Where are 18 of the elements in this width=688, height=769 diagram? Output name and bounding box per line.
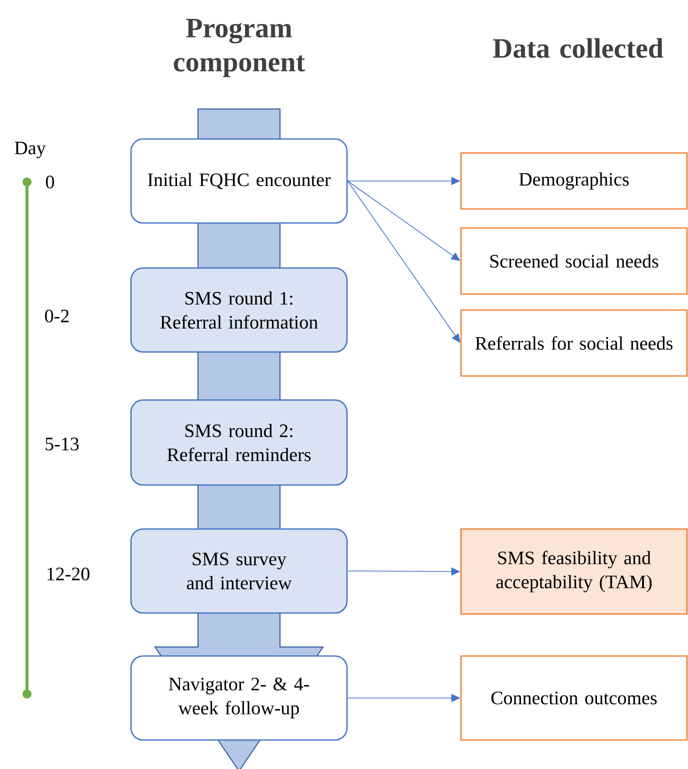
column-heading: Data collected	[492, 38, 664, 58]
day-label: 0	[46, 176, 54, 188]
data-box: Connection outcomes	[460, 655, 688, 741]
day-label: Day	[14, 142, 46, 158]
data-box: Demographics	[460, 152, 688, 210]
day-label: 5-13	[46, 438, 79, 450]
arrow	[347, 180, 460, 343]
data-box: Screened social needs	[460, 227, 688, 295]
program-step-box: SMS survey and interview	[130, 528, 348, 614]
data-box: Referrals for social needs	[460, 309, 688, 377]
program-step-box: SMS round 2: Referral reminders	[130, 399, 348, 486]
data-box: SMS feasibility and acceptability (TAM)	[460, 528, 688, 615]
program-step-box: Navigator 2- & 4-week follow-up	[130, 655, 348, 741]
program-step-box: Initial FQHC encounter	[130, 138, 348, 224]
column-heading: Program component	[174, 18, 305, 78]
program-step-box: SMS round 1: Referral information	[130, 267, 348, 353]
day-label: 0-2	[45, 310, 69, 322]
day-label: 12-20	[48, 568, 90, 580]
